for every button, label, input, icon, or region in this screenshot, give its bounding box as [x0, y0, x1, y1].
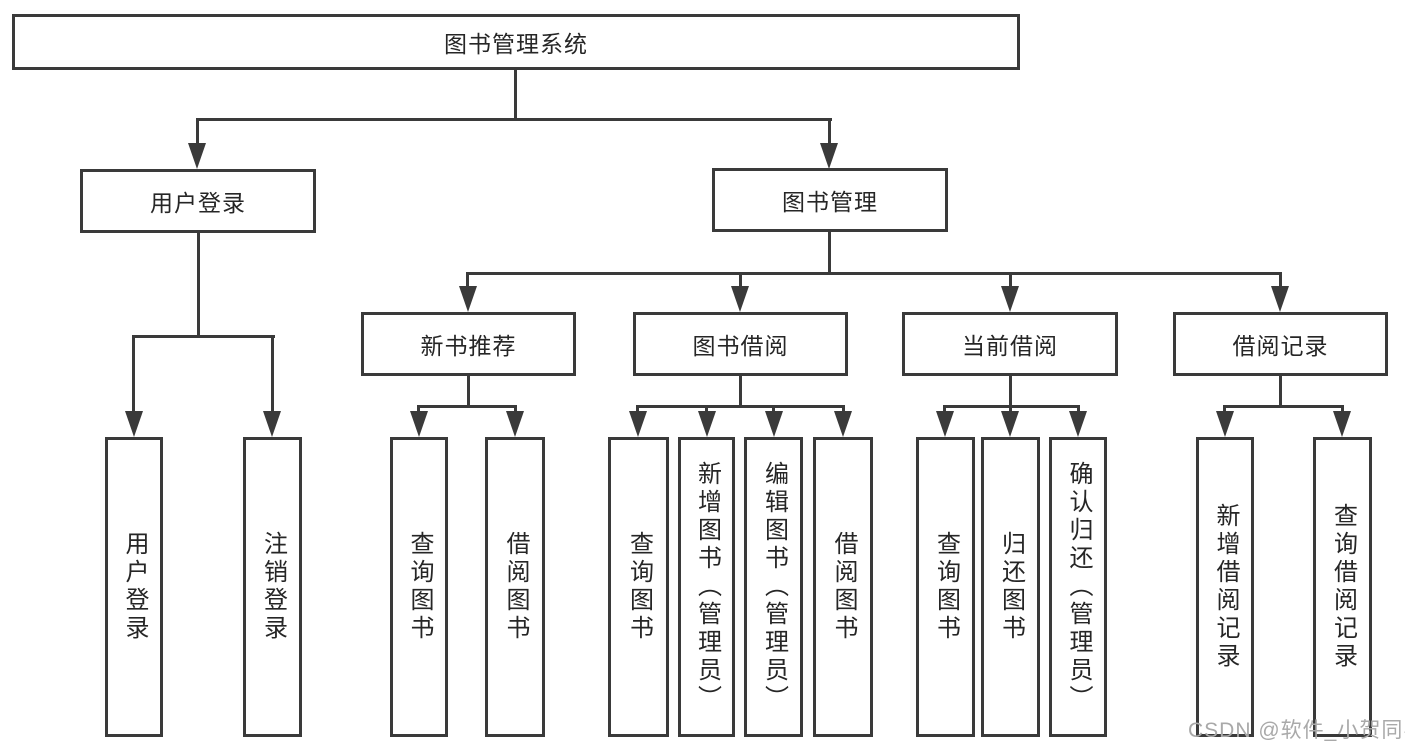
leaf-borrow-query-books: 查询图书 [608, 437, 669, 737]
arrow-down-icon [765, 411, 783, 437]
node-user-login: 用户登录 [80, 169, 316, 233]
node-book-borrow: 图书借阅 [633, 312, 848, 376]
arrow-down-icon [410, 411, 428, 437]
arrow-down-icon [1216, 411, 1234, 437]
leaf-return-books-label: 归还图书 [997, 531, 1025, 643]
connector-book-borrow-drop [739, 376, 742, 408]
arrow-down-icon [188, 143, 206, 169]
connector-recommend-drop [467, 376, 470, 408]
connector-borrow-records-drop [1279, 376, 1282, 408]
leaf-current-query-books: 查询图书 [916, 437, 975, 737]
connector-to-leaf-user-login [132, 335, 135, 415]
node-new-book-recommend-label: 新书推荐 [420, 333, 517, 359]
node-book-borrow-label: 图书借阅 [692, 333, 789, 359]
node-book-management: 图书管理 [712, 168, 948, 232]
leaf-logout: 注销登录 [243, 437, 302, 737]
connector-user-login-branch [132, 335, 275, 338]
connector-recommend-branch [417, 405, 517, 408]
arrow-down-icon [263, 411, 281, 437]
connector-root-drop [514, 70, 517, 120]
connector-to-current-borrow [1009, 272, 1012, 290]
connector-borrow-records-branch [1223, 405, 1344, 408]
arrow-down-icon [936, 411, 954, 437]
leaf-user-login: 用户登录 [105, 437, 163, 737]
arrow-down-icon [506, 411, 524, 437]
connector-book-management-drop [828, 232, 831, 275]
leaf-edit-books-admin-label: 编辑图书（管理员） [760, 461, 788, 713]
arrow-down-icon [1001, 286, 1019, 312]
arrow-down-icon [629, 411, 647, 437]
leaf-borrow-books-label: 借阅图书 [830, 531, 857, 643]
arrow-down-icon [820, 143, 838, 169]
leaf-logout-label: 注销登录 [259, 531, 287, 643]
connector-to-book-management [828, 118, 831, 148]
leaf-add-borrow-record-label: 新增借阅记录 [1212, 503, 1239, 671]
arrow-down-icon [731, 286, 749, 312]
watermark: CSDN @软件_小贺同学 [1188, 719, 1405, 742]
arrow-down-icon [1069, 411, 1087, 437]
arrow-down-icon [1271, 286, 1289, 312]
arrow-down-icon [459, 286, 477, 312]
node-borrow-records: 借阅记录 [1173, 312, 1388, 376]
connector-root-branch [196, 118, 832, 121]
leaf-add-books-admin: 新增图书（管理员） [678, 437, 735, 737]
node-book-management-label: 图书管理 [782, 189, 878, 215]
leaf-edit-books-admin: 编辑图书（管理员） [744, 437, 803, 737]
connector-to-leaf-logout [271, 335, 274, 415]
connector-to-borrow-records [1279, 272, 1282, 290]
arrow-down-icon [1001, 411, 1019, 437]
leaf-borrow-query-books-label: 查询图书 [625, 531, 653, 643]
connector-to-user-login [196, 118, 199, 148]
arrow-down-icon [1333, 411, 1351, 437]
connector-book-borrow-branch [636, 405, 845, 408]
leaf-recommend-query-books: 查询图书 [390, 437, 448, 737]
node-current-borrow: 当前借阅 [902, 312, 1118, 376]
arrow-down-icon [698, 411, 716, 437]
node-borrow-records-label: 借阅记录 [1232, 333, 1329, 359]
leaf-query-borrow-record-label: 查询借阅记录 [1329, 503, 1357, 671]
connector-book-management-branch [466, 272, 1282, 275]
connector-user-login-drop [197, 233, 200, 338]
node-current-borrow-label: 当前借阅 [962, 333, 1058, 359]
node-new-book-recommend: 新书推荐 [361, 312, 576, 376]
arrow-down-icon [125, 411, 143, 437]
leaf-query-borrow-record: 查询借阅记录 [1313, 437, 1372, 737]
leaf-current-query-books-label: 查询图书 [932, 531, 960, 643]
node-root-label: 图书管理系统 [444, 31, 588, 57]
node-root: 图书管理系统 [12, 14, 1020, 70]
leaf-add-books-admin-label: 新增图书（管理员） [693, 461, 721, 713]
connector-current-borrow-drop [1009, 376, 1012, 408]
leaf-recommend-query-books-label: 查询图书 [406, 531, 433, 643]
leaf-recommend-borrow-books: 借阅图书 [485, 437, 545, 737]
node-user-login-label: 用户登录 [150, 190, 246, 216]
arrow-down-icon [834, 411, 852, 437]
leaf-confirm-return-admin-label: 确认归还（管理员） [1065, 461, 1092, 713]
leaf-return-books: 归还图书 [981, 437, 1040, 737]
leaf-borrow-books: 借阅图书 [813, 437, 873, 737]
connector-to-book-borrow [739, 272, 742, 290]
leaf-confirm-return-admin: 确认归还（管理员） [1049, 437, 1107, 737]
leaf-user-login-label: 用户登录 [121, 531, 148, 643]
leaf-recommend-borrow-books-label: 借阅图书 [502, 531, 529, 643]
leaf-add-borrow-record: 新增借阅记录 [1196, 437, 1254, 737]
connector-to-new-book-recommend [466, 272, 469, 290]
